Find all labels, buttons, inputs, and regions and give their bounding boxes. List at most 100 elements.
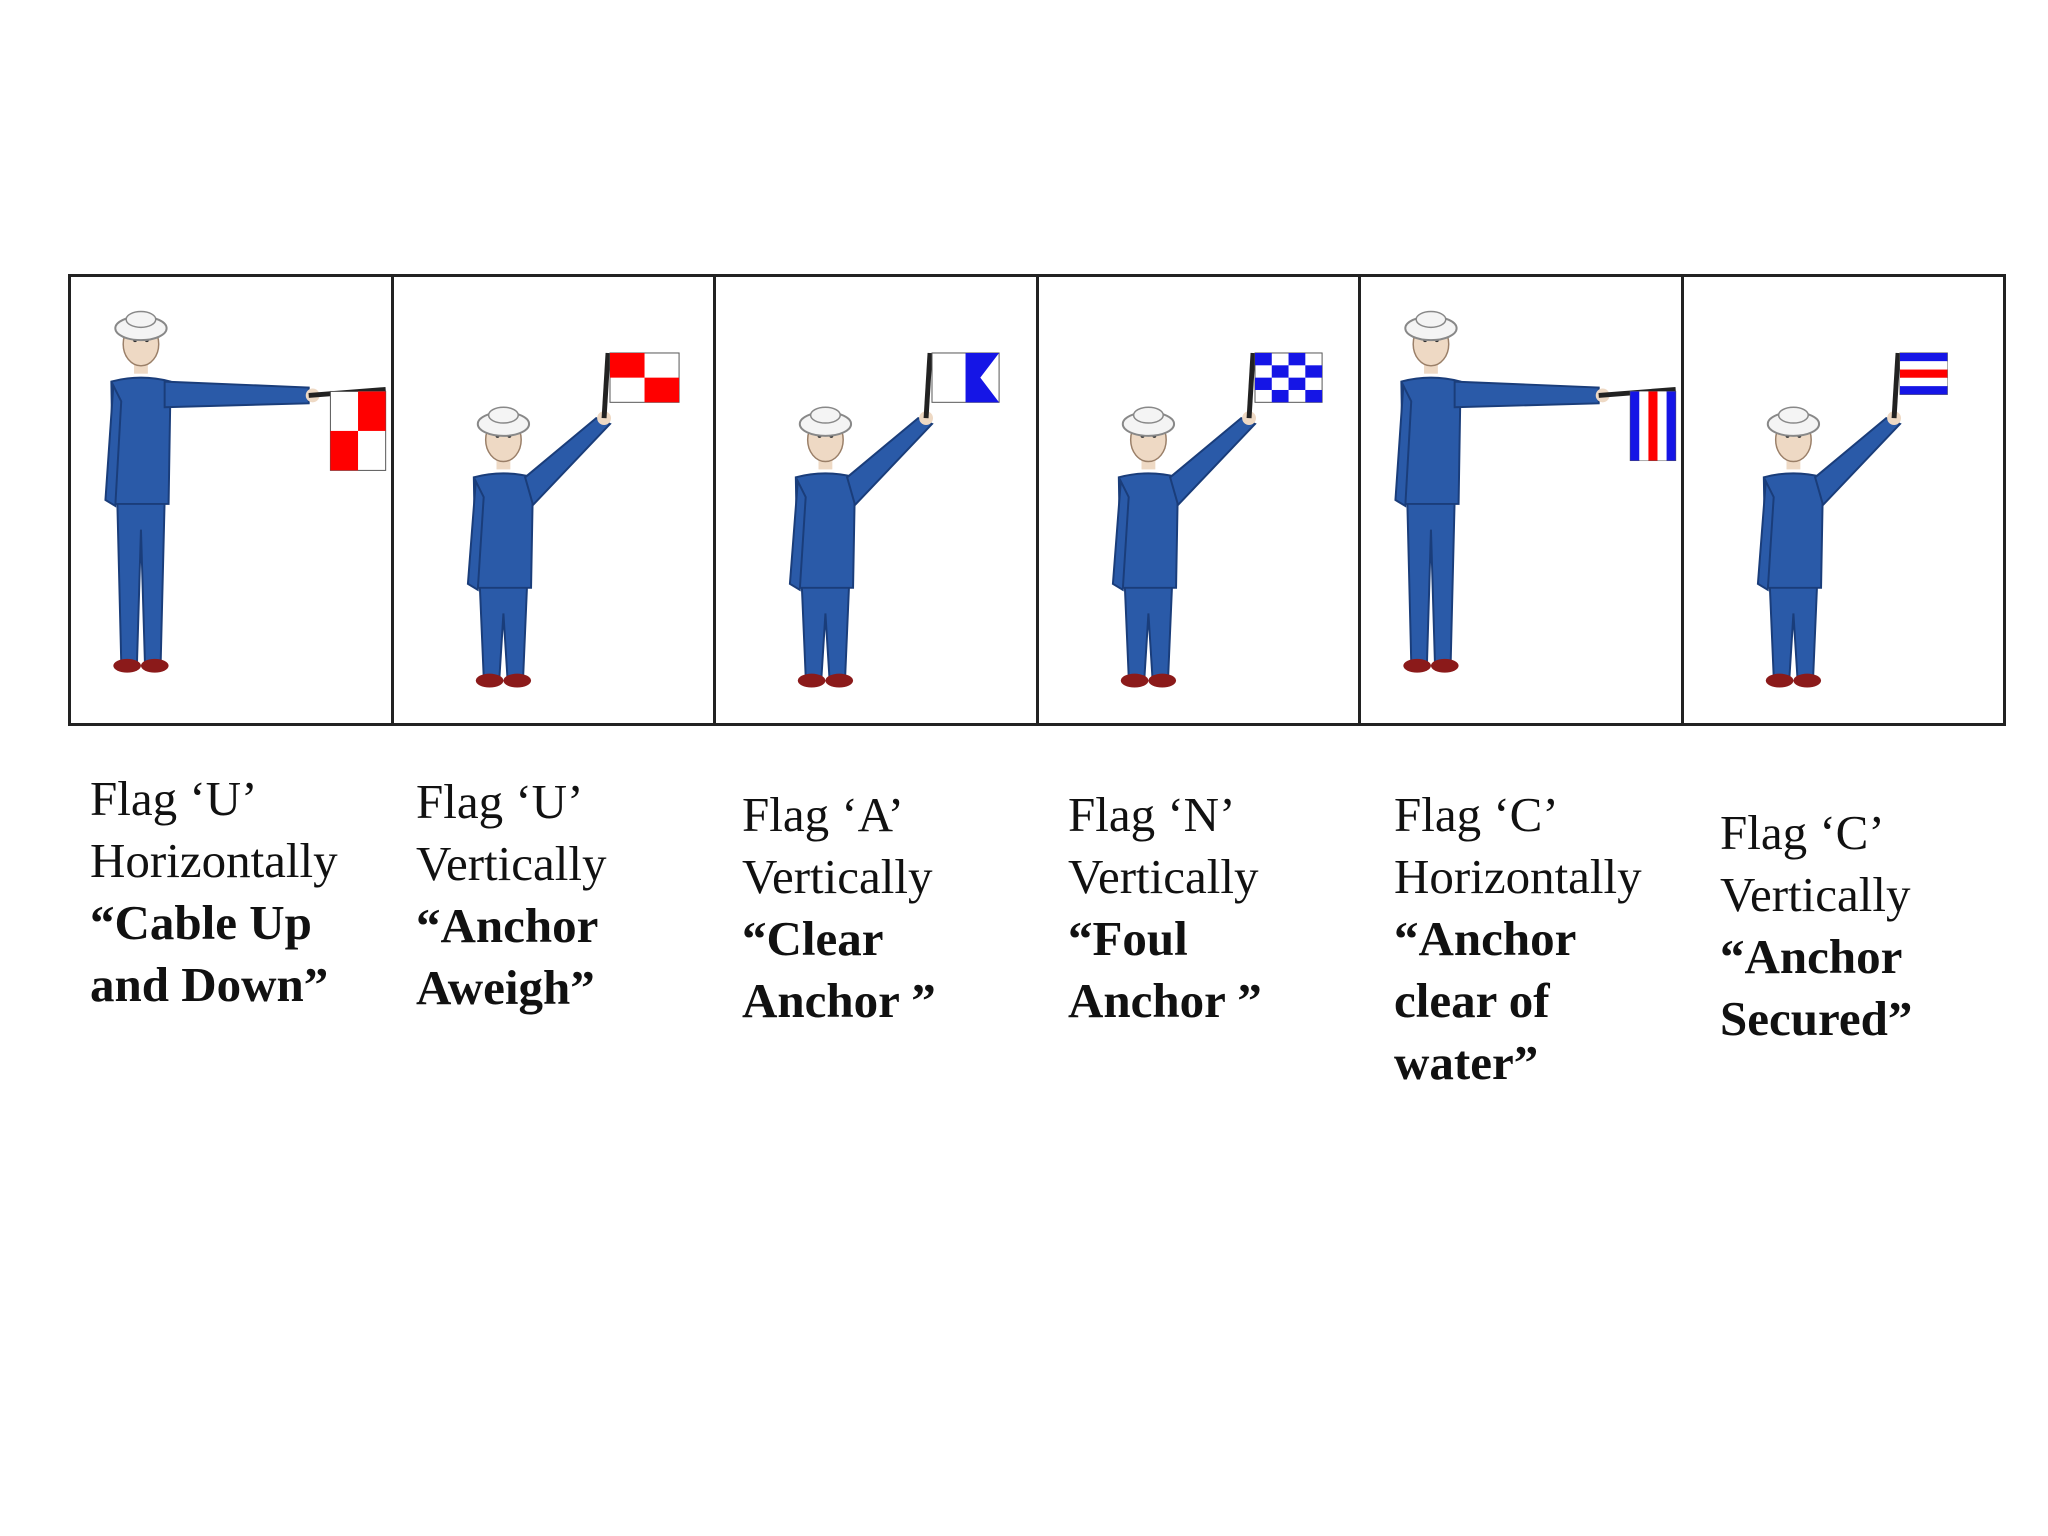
flag-label: Flag ‘U’ <box>416 774 584 829</box>
orientation-label: Vertically <box>1068 849 1259 904</box>
sailor-torso <box>110 376 172 505</box>
meaning-label: Aweigh” <box>416 960 595 1015</box>
sailor-legs <box>1123 582 1173 678</box>
sailor-shoe <box>1792 673 1821 688</box>
sailor-legs <box>478 582 528 678</box>
sailor-shoe <box>825 673 854 688</box>
sailor-icon <box>1394 310 1677 673</box>
meaning-label: and Down” <box>90 957 329 1012</box>
flag-staff <box>1246 352 1255 419</box>
sailor-torso <box>1762 472 1824 589</box>
sailor-legs <box>1406 499 1456 663</box>
flag-label: Flag ‘C’ <box>1394 787 1559 842</box>
sailor-figure-4 <box>1111 352 1323 688</box>
sailor-arm <box>466 477 485 592</box>
signal-cell-1 <box>71 277 394 723</box>
sailor-cap-top <box>487 406 519 424</box>
signal-cell-2 <box>394 277 716 723</box>
sailor-arm <box>163 380 310 409</box>
signal-cell-3 <box>716 277 1039 723</box>
sailor-shoe <box>140 658 169 673</box>
sailor-hand <box>1241 411 1256 426</box>
sailor-cap-top <box>809 406 841 424</box>
sailor-arm <box>1394 381 1413 508</box>
sailor-shoe <box>502 673 531 688</box>
sailor-legs <box>1768 582 1818 678</box>
sailor-arm <box>1453 380 1600 409</box>
signal-flag-c-icon <box>1629 390 1677 462</box>
signal-flag-a-icon <box>931 352 1000 403</box>
flag-staff <box>923 352 933 419</box>
meaning-label: “Anchor <box>1394 911 1577 966</box>
sailor-shoe <box>113 658 141 673</box>
sailor-arm <box>846 416 934 507</box>
signal-panel <box>68 274 2006 726</box>
sailor-arm <box>1756 477 1775 592</box>
sailor-legs <box>800 582 851 678</box>
signal-flag-n-icon <box>1253 352 1323 403</box>
sailor-hand <box>1886 411 1901 426</box>
sailor-shoe <box>1765 673 1793 688</box>
sailor-icon <box>1756 352 1948 688</box>
signal-cell-5 <box>1361 277 1684 723</box>
sailor-arm <box>1111 477 1130 592</box>
sailor-figure-3 <box>788 352 1000 688</box>
sailor-cap-top <box>1777 406 1809 424</box>
meaning-label: “Foul <box>1068 911 1188 966</box>
flag-staff <box>1891 352 1900 419</box>
flag-label: Flag ‘N’ <box>1068 787 1236 842</box>
sailor-torso <box>1400 376 1462 505</box>
sailor-shoe <box>1430 658 1459 673</box>
sailor-arm <box>788 477 807 592</box>
sailor-cap-top <box>1132 406 1164 424</box>
sailor-torso <box>794 472 857 589</box>
orientation-label: Vertically <box>742 849 933 904</box>
orientation-label: Horizontally <box>1394 849 1642 904</box>
orientation-label: Horizontally <box>90 833 338 888</box>
meaning-label: water” <box>1394 1035 1539 1090</box>
sailor-icon <box>788 352 1000 688</box>
sailor-arm <box>1813 416 1902 507</box>
sailor-torso <box>472 472 534 589</box>
sailor-arm <box>104 381 123 508</box>
meaning-label: clear of <box>1394 973 1550 1028</box>
signal-cell-4 <box>1039 277 1361 723</box>
sailor-shoe <box>475 673 503 688</box>
sailor-figure-6 <box>1756 352 1948 688</box>
sailor-figure-1 <box>104 310 387 673</box>
sailor-icon <box>104 310 387 673</box>
sailor-arm <box>1168 416 1257 507</box>
flag-label: Flag ‘U’ <box>90 771 258 826</box>
flag-staff <box>601 352 610 419</box>
sailor-arm <box>523 416 612 507</box>
flag-label: Flag ‘C’ <box>1720 805 1885 860</box>
sailor-cap-top <box>1415 310 1447 329</box>
meaning-label: “Cable Up <box>90 895 312 950</box>
sailor-torso <box>1117 472 1179 589</box>
sailor-shoe <box>1147 673 1176 688</box>
meaning-label: Secured” <box>1720 991 1913 1046</box>
sailor-figure-2 <box>466 352 680 688</box>
orientation-label: Vertically <box>416 836 607 891</box>
meaning-label: Anchor ” <box>742 973 936 1028</box>
sailor-shoe <box>1403 658 1431 673</box>
sailor-legs <box>116 499 166 663</box>
sailor-shoe <box>797 673 826 688</box>
meaning-label: “Anchor <box>416 898 599 953</box>
caption-2: Flag ‘U’ Vertically “Anchor Aweigh” <box>416 771 716 1019</box>
sailor-shoe <box>1120 673 1148 688</box>
sailor-figure-5 <box>1394 310 1677 673</box>
signal-flag-c-icon <box>1898 352 1948 395</box>
signal-flag-u-icon <box>329 390 387 471</box>
meaning-label: Anchor ” <box>1068 973 1262 1028</box>
signal-cell-6 <box>1684 277 2004 723</box>
orientation-label: Vertically <box>1720 867 1911 922</box>
sailor-icon <box>1111 352 1323 688</box>
caption-1: Flag ‘U’ Horizontally “Cable Up and Down… <box>90 768 390 1016</box>
sailor-hand <box>919 411 933 426</box>
caption-5: Flag ‘C’ Horizontally “Anchor clear of w… <box>1394 784 1694 1094</box>
meaning-label: “Anchor <box>1720 929 1903 984</box>
sailor-icon <box>466 352 680 688</box>
signal-flag-u-icon <box>609 352 680 403</box>
sailor-cap-top <box>125 310 157 329</box>
